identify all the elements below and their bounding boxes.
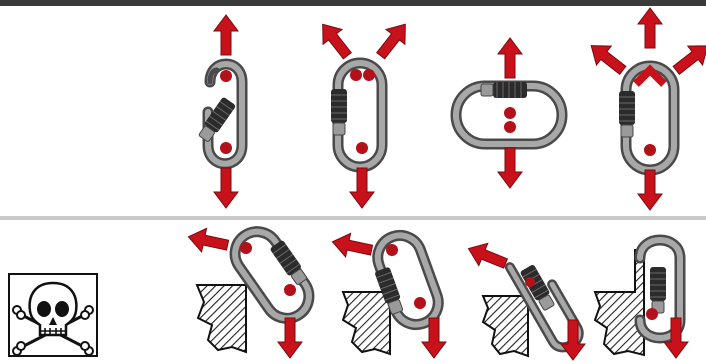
triaxial-loaded-carabiner: [619, 66, 674, 170]
arrow-down-2: [350, 168, 374, 208]
skull-crossbones-icon: [10, 275, 96, 355]
arrow-left-5: [186, 225, 230, 257]
open-gate-carabiner: [197, 64, 242, 164]
arrow-up-right-2: [371, 17, 415, 63]
arrow-up-4: [638, 8, 662, 48]
cross-loaded-carabiner: [331, 63, 382, 167]
arrow-left-7: [464, 237, 510, 274]
arrow-down-4: [638, 170, 662, 210]
arrow-down-3: [498, 148, 522, 188]
arrow-down-5: [278, 318, 302, 358]
horizontal-carabiner: [456, 82, 562, 144]
warning-box: [8, 273, 98, 357]
arrow-up-right-4: [669, 36, 706, 80]
arrow-up-1: [214, 15, 238, 55]
arrow-up-left-4: [584, 36, 630, 80]
edge-load-carabiner-4: [595, 240, 680, 355]
arrow-up-left-2: [313, 17, 357, 63]
arrow-left-6: [330, 230, 374, 262]
arrow-up-3: [498, 38, 522, 78]
arrow-down-1: [214, 168, 238, 208]
